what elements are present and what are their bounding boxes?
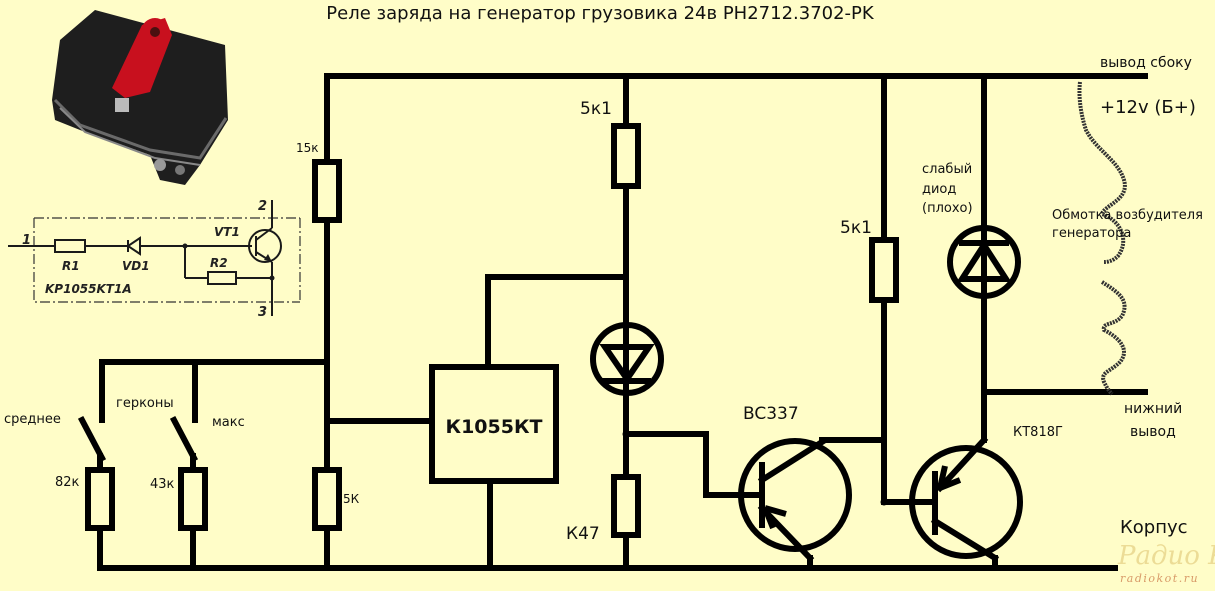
reed-switch-avg	[77, 415, 107, 463]
inset-part-label: KP1055KT1A	[45, 282, 132, 296]
inset-vd1	[126, 236, 141, 256]
inset-pin-3: 3	[258, 305, 267, 320]
label-switch-avg: среднее	[4, 412, 61, 427]
field-winding-coil	[1077, 81, 1127, 396]
label-supply: +12v (Б+)	[1100, 97, 1196, 118]
diode-centre	[590, 322, 664, 438]
label-5k1-top: 5к1	[580, 99, 612, 119]
diode-weak	[947, 225, 1021, 301]
resistor-82k	[85, 467, 115, 531]
relay-photo	[52, 10, 228, 185]
inset-pin-2: 2	[258, 199, 267, 214]
label-43k: 43к	[150, 477, 175, 492]
resistor-5k1-right	[869, 237, 899, 303]
label-weak-diode-3: (плохо)	[922, 201, 973, 216]
label-weak-diode-2: диод	[922, 182, 956, 197]
label-5k1-right: 5к1	[840, 218, 872, 238]
wires	[97, 73, 1148, 571]
label-reed-switches: герконы	[116, 396, 174, 411]
watermark-url: radiokot.ru	[1120, 572, 1199, 585]
inset-r1	[54, 239, 86, 253]
inset-r2	[207, 271, 237, 285]
label-switch-max: макс	[212, 415, 245, 430]
reed-switch-max	[169, 415, 199, 463]
inset-schematic: 1 2 3 R1 VD1 R2 VT1 KP1055KT1A	[8, 199, 301, 320]
label-coil-1: Обмотка возбудителя	[1052, 208, 1203, 223]
label-82k: 82к	[55, 475, 80, 490]
label-lower-terminal-1: нижний	[1124, 401, 1182, 417]
inset-vt1	[248, 229, 282, 263]
diagram-title: Реле заряда на генератор грузовика 24в P…	[326, 3, 875, 24]
label-lower-terminal-2: вывод	[1130, 424, 1176, 440]
label-15k: 15к	[296, 141, 319, 155]
ic-label: К1055КТ	[446, 416, 543, 438]
label-ground: Корпус	[1120, 517, 1188, 538]
resistor-43k	[178, 467, 208, 531]
transistor-kt818g	[880, 435, 1023, 571]
label-weak-diode-1: слабый	[922, 162, 972, 177]
transistor-bc337	[738, 437, 852, 571]
label-kt818g: КТ818Г	[1013, 425, 1063, 440]
resistor-15k	[312, 159, 342, 223]
inset-vd1-label: VD1	[122, 259, 150, 273]
resistor-5k1-top	[611, 123, 641, 189]
ic-k1055kt	[429, 364, 559, 484]
watermark-logo: Радио КОТ	[1117, 541, 1215, 571]
inset-pin-1: 1	[22, 233, 31, 248]
label-5k: 5К	[343, 492, 360, 506]
resistor-5k	[312, 467, 342, 531]
label-k47: К47	[566, 524, 600, 544]
label-side-terminal: вывод сбоку	[1100, 55, 1192, 71]
label-coil-2: генератора	[1052, 226, 1131, 241]
inset-vt1-label: VT1	[214, 225, 240, 239]
inset-r1-label: R1	[62, 259, 80, 273]
inset-r2-label: R2	[210, 256, 228, 270]
resistor-k47	[611, 474, 641, 538]
label-bc337: BC337	[743, 404, 799, 424]
